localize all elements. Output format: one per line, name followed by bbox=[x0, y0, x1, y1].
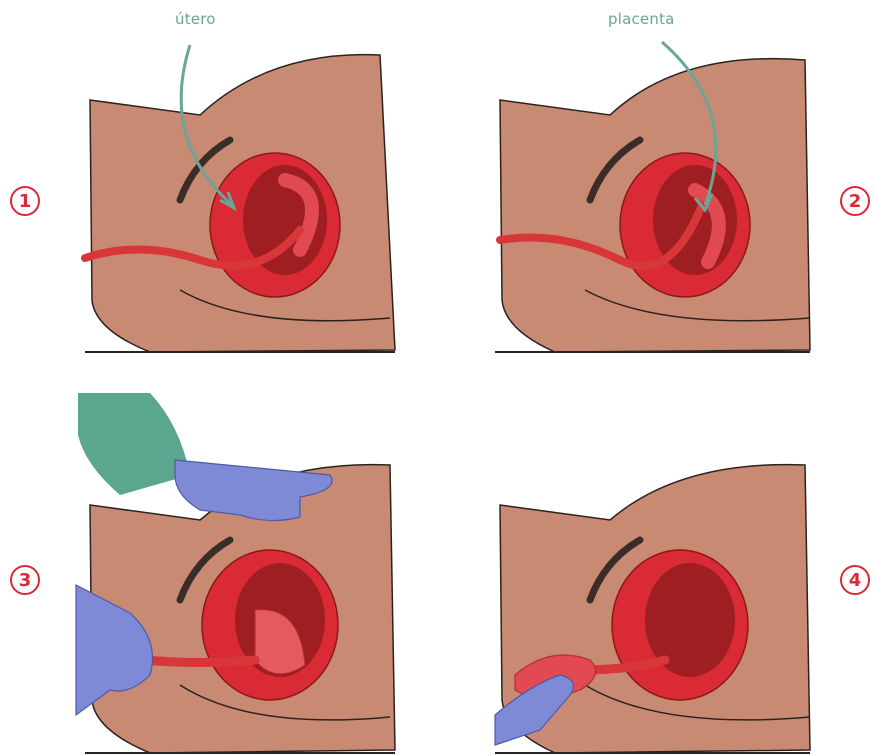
step-badge-2: 2 bbox=[840, 186, 870, 216]
panel-2: placenta 2 bbox=[440, 0, 877, 370]
step-badge-1: 1 bbox=[10, 186, 40, 216]
placenta-label: placenta bbox=[608, 10, 675, 28]
step-badge-4: 4 bbox=[840, 565, 870, 595]
umbilical-cord bbox=[145, 660, 255, 663]
panel-3-illustration bbox=[0, 385, 440, 755]
uterus-label: útero bbox=[175, 10, 216, 28]
panel-4-illustration bbox=[440, 385, 877, 755]
step-badge-3: 3 bbox=[10, 565, 40, 595]
panel-1-illustration bbox=[0, 0, 440, 370]
panel-1: útero 1 bbox=[0, 0, 440, 370]
panel-2-illustration bbox=[440, 0, 877, 370]
sleeve bbox=[78, 393, 190, 495]
panel-3: 3 bbox=[0, 385, 440, 755]
panel-4: 4 bbox=[440, 385, 877, 755]
